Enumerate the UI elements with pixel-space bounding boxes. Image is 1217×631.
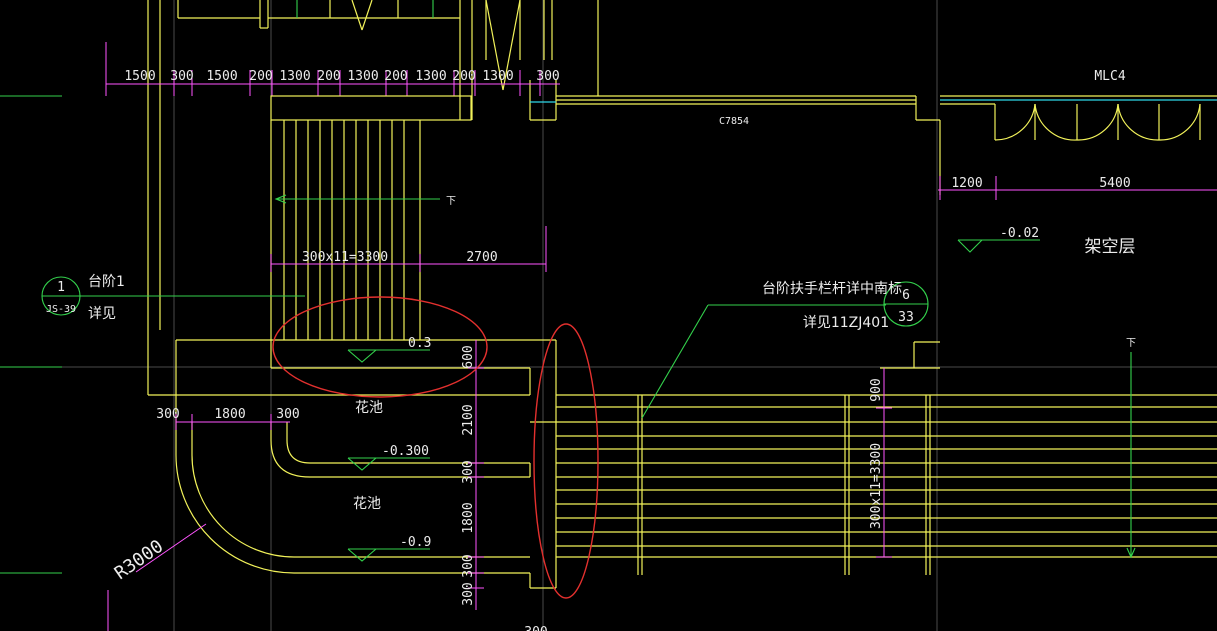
elevation-markers-landing: 0.3 -0.300 -0.9 xyxy=(347,336,431,562)
callout-left-note: 详见 xyxy=(88,306,116,322)
dim-pool-1: 300 xyxy=(156,407,179,422)
down-mark-upper: 下 xyxy=(446,196,456,207)
elevation-marker-upper: -0.02 xyxy=(957,226,1040,253)
dim-stair-2: 2700 xyxy=(466,250,497,265)
door-swings xyxy=(994,103,1201,141)
callout-left-title: 台阶1 xyxy=(88,274,125,290)
dim-pool-3: 300 xyxy=(276,407,299,422)
markup-ellipses xyxy=(272,296,599,599)
upper-stair-linework xyxy=(147,0,599,395)
callout-left-top: 1 xyxy=(57,280,65,295)
room-label: 架空层 xyxy=(1085,237,1136,257)
callout-right: 6 33 台阶扶手栏杆详中南标 详见11ZJ401 xyxy=(641,281,929,419)
dim-vert-4: 1800 xyxy=(461,502,476,533)
pool-label-2: 花池 xyxy=(353,496,381,512)
dim-top-4: 200 xyxy=(249,69,272,84)
dim-top-9: 1300 xyxy=(415,69,446,84)
dim-vert-2: 2100 xyxy=(461,404,476,435)
markup-ellipse-stair-edge xyxy=(533,323,599,599)
bottom-dim: 300 xyxy=(524,625,547,631)
callout-right-title: 台阶扶手栏杆详中南标 xyxy=(762,281,902,297)
stair-treads-lower: 下 xyxy=(556,338,1217,575)
dim-vert-5: 300 xyxy=(461,554,476,577)
window-tag: C7854 xyxy=(719,116,749,127)
pool-label-1: 花池 xyxy=(355,400,383,416)
dim-vert-6: 300 xyxy=(461,582,476,605)
callout-right-bottom: 33 xyxy=(898,310,914,325)
right-vertical-dimension: 900 300x11=3300 xyxy=(869,368,892,558)
dim-top-1: 1500 xyxy=(124,69,155,84)
dim-top-10: 200 xyxy=(452,69,475,84)
dim-right-2: 5400 xyxy=(1099,176,1130,191)
dim-top-6: 200 xyxy=(317,69,340,84)
right-dimension-line: 1200 5400 xyxy=(938,176,1217,200)
dim-vert-1: 600 xyxy=(461,345,476,368)
dim-top-8: 200 xyxy=(384,69,407,84)
elevation-pool-1: -0.300 xyxy=(382,444,429,459)
elevation-pool-2: -0.9 xyxy=(400,535,431,550)
dim-top-2: 300 xyxy=(170,69,193,84)
dim-right-1: 1200 xyxy=(951,176,982,191)
building-outline: C7854 MLC4 xyxy=(530,69,1217,195)
dim-vert-3: 300 xyxy=(461,460,476,483)
dim-top-5: 1300 xyxy=(279,69,310,84)
callout-right-note: 详见11ZJ401 xyxy=(803,315,889,331)
dim-vert-right-2: 300x11=3300 xyxy=(869,443,884,529)
elevation-landing: 0.3 xyxy=(408,336,431,351)
markup-ellipse-landing xyxy=(272,296,488,398)
down-mark-lower: 下 xyxy=(1126,338,1136,349)
pool-dimension-left: 300 1800 300 xyxy=(156,407,300,430)
dim-pool-2: 1800 xyxy=(214,407,245,422)
elevation-upper: -0.02 xyxy=(1000,226,1039,241)
callout-left: 1 JS-39 台阶1 详见 xyxy=(41,274,305,322)
vertical-dimension-chain: 600 2100 300 1800 300 300 xyxy=(461,340,484,610)
door-tag: MLC4 xyxy=(1094,69,1125,84)
top-dimension-line: 1500 300 1500 200 1300 200 1300 200 1300… xyxy=(105,42,560,96)
dim-top-12: 300 xyxy=(536,69,559,84)
dim-top-3: 1500 xyxy=(206,69,237,84)
radius-annotation: R3000 xyxy=(107,523,207,631)
dim-top-7: 1300 xyxy=(347,69,378,84)
dim-top-11: 1300 xyxy=(482,69,513,84)
dim-vert-right-1: 900 xyxy=(869,378,884,401)
stair-dimension: 300x11=3300 2700 xyxy=(270,226,547,272)
dim-stair-1: 300x11=3300 xyxy=(302,250,388,265)
stair-treads-upper: 下 xyxy=(270,95,472,340)
radius-label: R3000 xyxy=(111,536,167,584)
callout-left-bottom: JS-39 xyxy=(46,304,76,315)
callout-right-top: 6 xyxy=(902,288,910,303)
landing-and-pools: 花池 花池 xyxy=(148,339,557,589)
